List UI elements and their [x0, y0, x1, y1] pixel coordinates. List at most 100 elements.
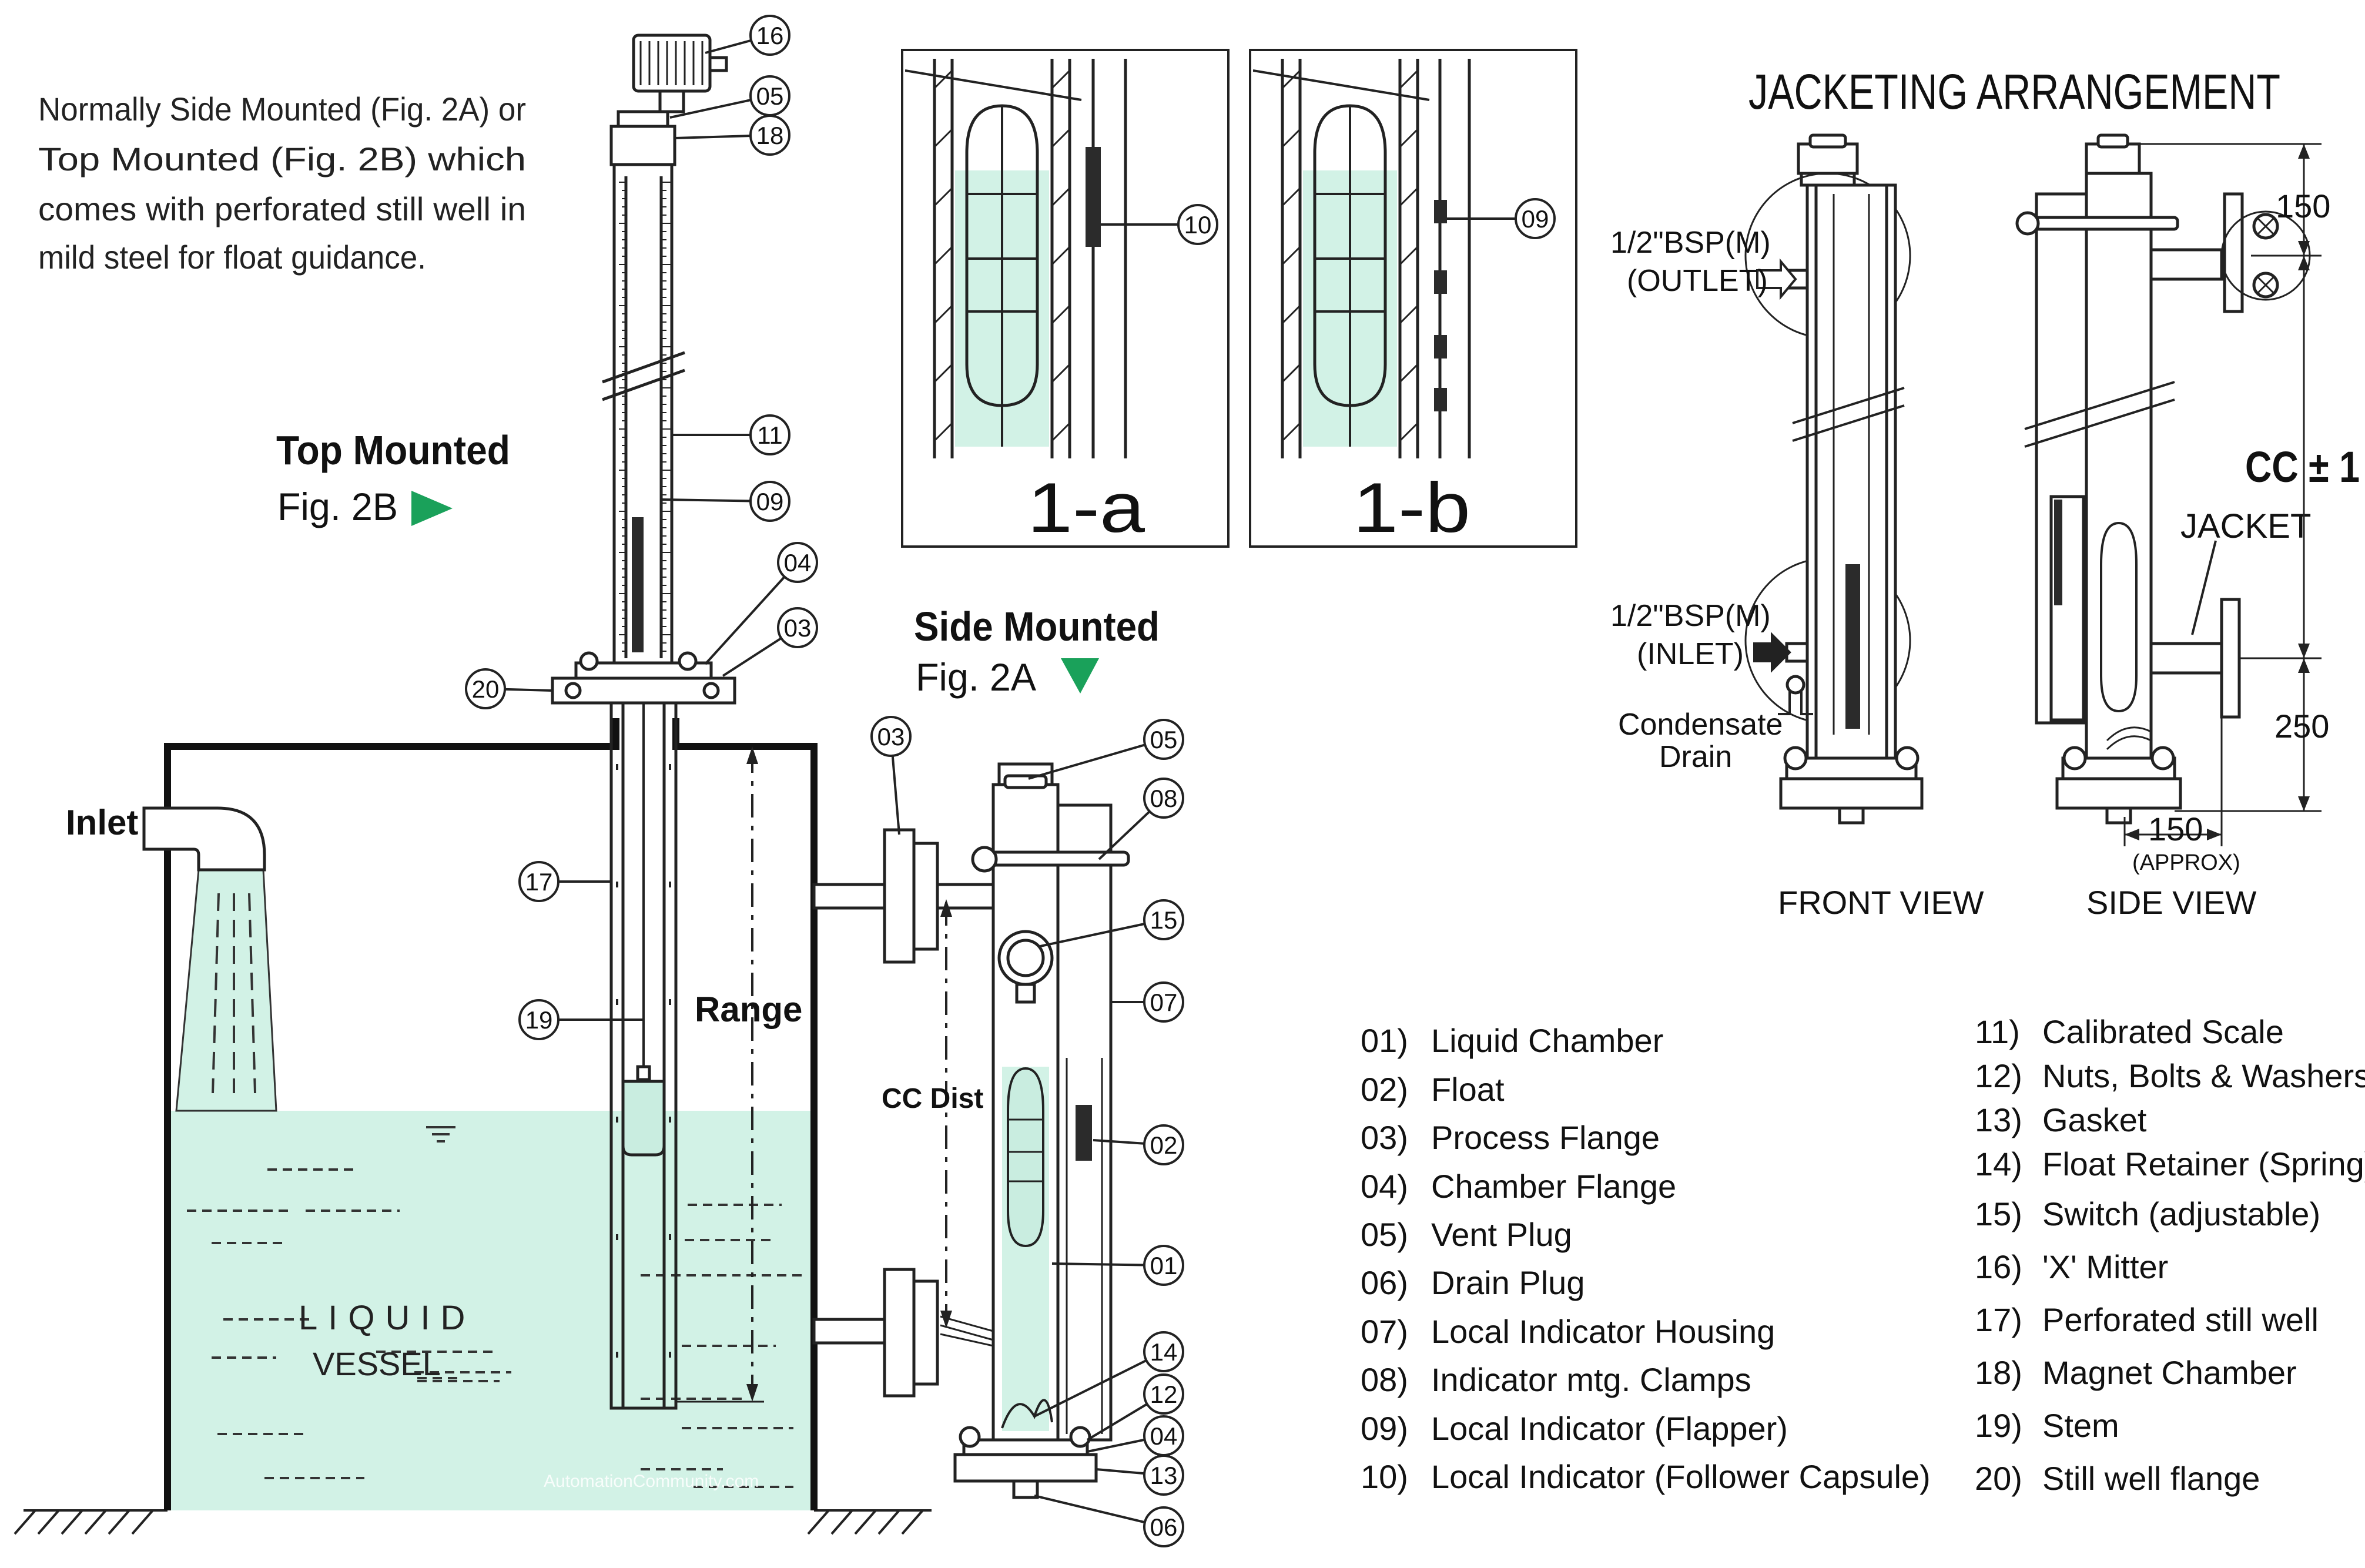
top-mounted-title: Top Mounted: [276, 427, 510, 473]
svg-text:Local Indicator (Flapper): Local Indicator (Flapper): [1431, 1410, 1788, 1447]
indicator-flapper-fill: [632, 517, 644, 652]
callout-top: 17: [518, 861, 611, 902]
legend-right: 11)Calibrated Scale 12)Nuts, Bolts & Was…: [1975, 1013, 2365, 1497]
legend-item: 04)Chamber Flange: [1361, 1168, 1676, 1205]
watermark: AutomationCommunity.com: [544, 1472, 759, 1491]
svg-text:19): 19): [1975, 1407, 2022, 1444]
front-view-label: FRONT VIEW: [1778, 884, 1984, 921]
callout-number: 07: [1150, 989, 1178, 1016]
callout-number: 20: [472, 675, 500, 703]
callout-top: 19: [518, 999, 644, 1040]
callout-side: 01: [1051, 1245, 1184, 1286]
callout-top: 05: [669, 75, 790, 119]
callout-number: 04: [784, 549, 812, 577]
inlet-pipe: [142, 806, 266, 872]
dim-cc: CC ± 1: [2245, 443, 2360, 491]
callout-top: 20: [465, 668, 553, 709]
top-mounted-fig: Fig. 2B: [277, 485, 398, 528]
inlet-bsp-label: 1/2"BSP(M): [1610, 599, 1771, 633]
side-mounted-title: Side Mounted: [914, 604, 1160, 649]
callout-number: 14: [1150, 1338, 1178, 1366]
process-flange-top: [883, 828, 916, 964]
intro-line-3: comes with perforated still well in: [38, 190, 526, 227]
intro-line-2: Top Mounted (Fig. 2B) which: [38, 140, 526, 177]
callout-number: 16: [756, 22, 784, 49]
callout-side: 14: [1034, 1331, 1184, 1418]
top-float: [621, 1080, 666, 1157]
svg-text:Local Indicator (Follower Caps: Local Indicator (Follower Capsule): [1431, 1458, 1931, 1495]
vessel-label: VESSEL: [313, 1345, 441, 1382]
legend-item: 10)Local Indicator (Follower Capsule): [1361, 1458, 1931, 1495]
svg-text:Drain Plug: Drain Plug: [1431, 1264, 1585, 1301]
inlet-sub-label: (INLET): [1637, 637, 1744, 671]
callout-side: 13: [1096, 1455, 1184, 1496]
top-mounted-label: Top Mounted Fig. 2B: [276, 427, 510, 528]
callout-top: 16: [705, 15, 790, 56]
inlet-arrow-icon: [1753, 632, 1791, 673]
callout-number: 17: [525, 868, 553, 896]
side-mounted-label: Side Mounted Fig. 2A: [914, 604, 1160, 699]
callout-number: 03: [877, 723, 905, 751]
legend-item: 16)'X' Mitter: [1975, 1248, 2168, 1285]
callout-top: 09: [661, 481, 790, 522]
callout-number: 08: [1150, 785, 1178, 812]
jacket-label: JACKET: [2180, 507, 2311, 545]
svg-text:15): 15): [1975, 1195, 2022, 1232]
legend-item: 01)Liquid Chamber: [1361, 1022, 1663, 1059]
magnet-chamber: [609, 125, 676, 166]
svg-text:'X' Mitter: 'X' Mitter: [2042, 1248, 2168, 1285]
callout-number: 13: [1150, 1462, 1178, 1489]
callout-number: 18: [756, 122, 784, 149]
callout-number: 06: [1150, 1513, 1178, 1541]
callout-number: 04: [1150, 1422, 1178, 1450]
cc-dist-label: CC Dist: [882, 1083, 983, 1114]
callout-side: 07: [1111, 981, 1184, 1023]
callout-number: 02: [1150, 1131, 1178, 1159]
callout-top: 04: [704, 542, 818, 665]
svg-text:06): 06): [1361, 1264, 1408, 1301]
callout-detail-1b: 09: [1447, 198, 1556, 239]
callout-number: 09: [1522, 205, 1549, 233]
legend-item: 15)Switch (adjustable): [1975, 1195, 2320, 1232]
front-view: [1744, 133, 1924, 825]
side-view-bottom-flange: [2220, 598, 2241, 719]
callout-top: 11: [672, 414, 790, 455]
callout-side: 03: [870, 716, 912, 835]
legend-item: 13) Gasket: [1975, 1101, 2147, 1138]
legend-item: 14)Float Retainer (Spring): [1975, 1145, 2365, 1182]
jacketing-dimensions: [2123, 143, 2322, 846]
detail-1b-label: 1-b: [1353, 468, 1470, 547]
process-flange-bottom: [883, 1268, 916, 1398]
svg-text:Float Retainer (Spring): Float Retainer (Spring): [2042, 1145, 2365, 1182]
range-label: Range: [695, 990, 802, 1029]
callout-side: 08: [1098, 778, 1184, 860]
svg-text:09): 09): [1361, 1410, 1408, 1447]
svg-text:01): 01): [1361, 1022, 1408, 1059]
outlet-arrow-icon: [1756, 258, 1797, 300]
side-mounted-instrument: [812, 762, 1130, 1499]
svg-text:Gasket: Gasket: [2042, 1101, 2147, 1138]
svg-text:12): 12): [1975, 1057, 2022, 1094]
liquid-dashes: [187, 1168, 805, 1488]
vessel: Inlet: [14, 718, 932, 1535]
side-view-label: SIDE VIEW: [2086, 884, 2257, 921]
legend-item: 06) Drain Plug: [1361, 1264, 1585, 1301]
legend-item: 17)Perforated still well: [1975, 1301, 2319, 1338]
svg-text:13): 13): [1975, 1101, 2022, 1138]
inlet-spray: [175, 869, 277, 1112]
svg-text:03): 03): [1361, 1119, 1408, 1156]
dim-150-top: 150: [2276, 187, 2330, 225]
callout-number: 15: [1150, 906, 1178, 934]
side-float: [1007, 1067, 1044, 1248]
legend-item: 20)Still well flange: [1975, 1460, 2260, 1497]
liquid-label: LIQUID: [299, 1299, 475, 1337]
svg-text:02): 02): [1361, 1071, 1408, 1108]
callout-number: 12: [1150, 1381, 1178, 1408]
svg-text:17): 17): [1975, 1301, 2022, 1338]
transmitter-head: [632, 33, 712, 93]
down-arrow-icon: [1061, 658, 1099, 693]
condensate-label-2: Drain: [1659, 740, 1732, 774]
dim-250: 250: [2274, 708, 2329, 745]
detail-1b: 1-b: [1249, 49, 1577, 548]
